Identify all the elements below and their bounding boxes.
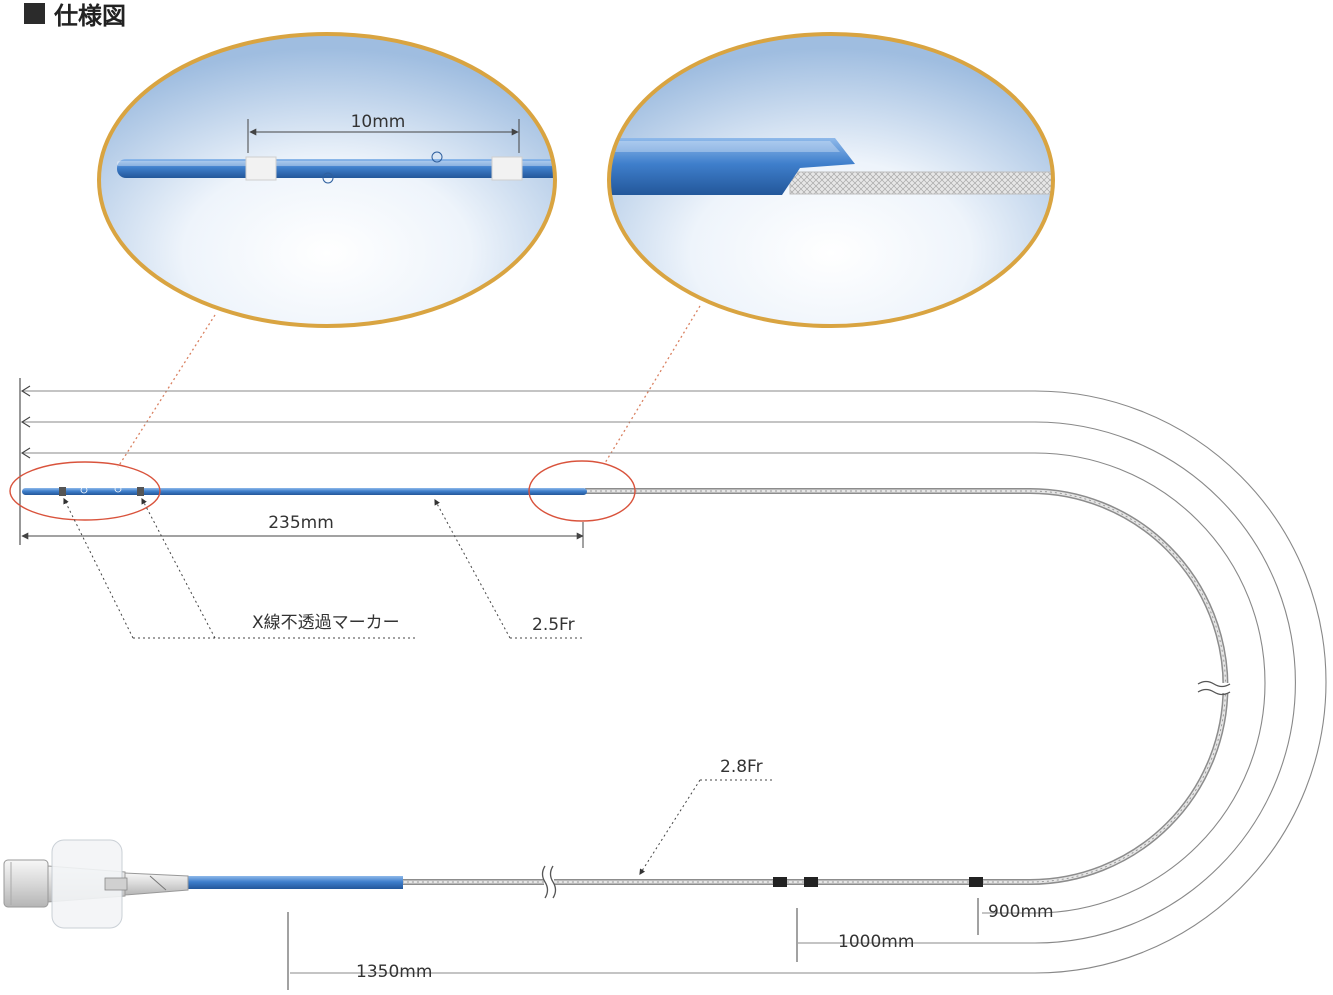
reference-line-900 <box>22 452 1266 914</box>
callout-circle-tip <box>9 461 161 521</box>
marker-callout <box>63 497 415 639</box>
catheter-wire <box>400 488 1229 885</box>
callout-circle-transition <box>528 460 636 522</box>
catheter-hub <box>3 839 189 929</box>
depth-marker-1000-a <box>773 877 787 887</box>
size-tip-callout <box>434 498 582 639</box>
marker-label: X線不透過マーカー <box>252 613 400 633</box>
reference-line-1350 <box>22 390 1327 974</box>
depth-marker-900 <box>969 877 983 887</box>
zoom-leader-right <box>604 305 701 464</box>
proximal-blue-tube <box>188 876 403 889</box>
reference-line-1000 <box>22 421 1296 944</box>
length-reference-lines <box>19 378 1327 974</box>
transition-mesh-wire <box>789 171 1053 195</box>
transition-magnifier <box>607 32 1055 328</box>
break-mark-curve <box>1197 680 1231 696</box>
tip-magnifier: 10mm <box>97 32 557 328</box>
distal-marker-1 <box>59 487 66 496</box>
length-1350-label: 1350mm <box>356 962 432 982</box>
tip-dimension-label: 10mm <box>351 112 406 132</box>
heading: 仕様図 <box>24 2 126 30</box>
transition-blue-tube <box>609 138 855 195</box>
side-hole <box>322 172 334 184</box>
heading-text: 仕様図 <box>53 2 126 30</box>
tip-magnifier-border <box>97 32 557 328</box>
size-body-label: 2.8Fr <box>720 757 763 777</box>
distal-blue-tube <box>22 488 587 495</box>
tip-tube <box>117 159 555 178</box>
break-mark-shaft <box>541 865 557 899</box>
size-body-callout <box>639 779 772 876</box>
distal-marker-2 <box>137 487 144 496</box>
heading-square-icon <box>24 3 45 24</box>
length-1000-label: 1000mm <box>838 932 914 952</box>
depth-marker-1000-b <box>804 877 818 887</box>
tip-marker-band-2 <box>491 156 523 181</box>
catheter <box>3 485 1231 929</box>
dimension-235mm: 235mm <box>21 513 584 548</box>
size-tip-label: 2.5Fr <box>532 615 575 635</box>
tip-marker-band-1 <box>245 156 277 181</box>
length-900-label: 900mm <box>988 902 1054 922</box>
transition-magnifier-border <box>607 32 1055 328</box>
side-hole <box>431 151 443 163</box>
length-235-label: 235mm <box>268 513 334 533</box>
